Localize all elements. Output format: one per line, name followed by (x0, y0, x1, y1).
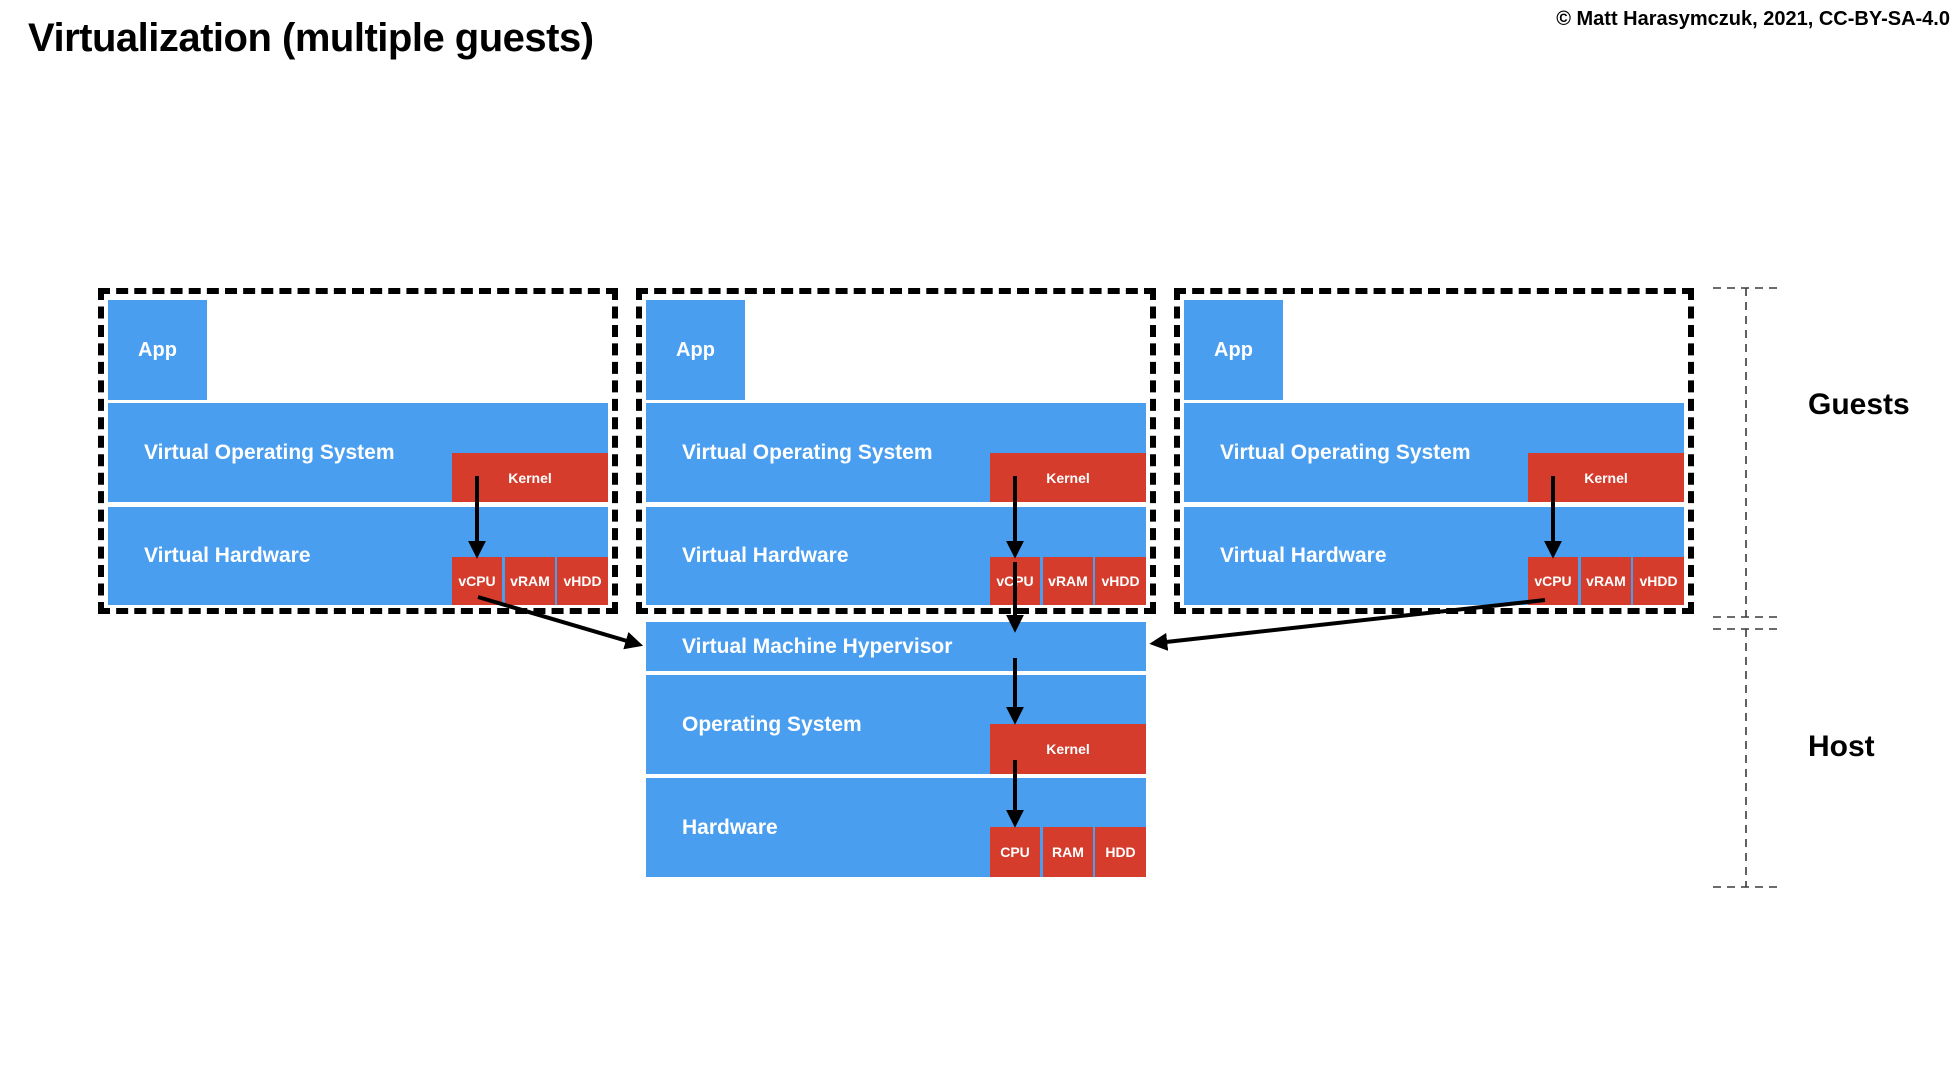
vcpu-label: vCPU (1534, 573, 1572, 589)
guest-vm-box-3: App Virtual Operating System Kernel Virt… (1174, 288, 1694, 614)
guest-vm-box-1: App Virtual Operating System Kernel Virt… (98, 288, 618, 614)
virtual-hardware-bar: Virtual Hardware (108, 507, 608, 605)
host-hardware-label: Hardware (682, 815, 778, 839)
virtual-os-label: Virtual Operating System (144, 440, 395, 464)
cpu-label: CPU (1000, 844, 1030, 860)
vhdd-label: vHDD (1101, 573, 1140, 589)
vram-box: vRAM (1581, 557, 1631, 605)
hypervisor-bar: Virtual Machine Hypervisor (646, 622, 1146, 671)
host-kernel-label: Kernel (1046, 741, 1090, 757)
app-label: App (138, 338, 177, 361)
hdd-box: HDD (1095, 827, 1146, 877)
vcpu-box: vCPU (1528, 557, 1578, 605)
virtual-os-label: Virtual Operating System (1220, 440, 1471, 464)
vhdd-label: vHDD (1639, 573, 1678, 589)
vram-label: vRAM (1048, 573, 1088, 589)
vram-box: vRAM (505, 557, 555, 605)
guest-kernel-label: Kernel (1584, 469, 1628, 486)
virtual-hardware-label: Virtual Hardware (144, 544, 311, 567)
vcpu-label: vCPU (996, 573, 1034, 589)
virtual-hardware-label: Virtual Hardware (682, 544, 849, 567)
guest-kernel-label: Kernel (508, 469, 552, 486)
guest-kernel-box: Kernel (452, 453, 608, 502)
virtual-os-label: Virtual Operating System (682, 440, 933, 464)
vhdd-box: vHDD (1095, 557, 1146, 605)
app-box: App (108, 300, 207, 400)
virtual-os-bar: Virtual Operating System (108, 403, 608, 502)
host-section-label: Host (1808, 730, 1875, 763)
vhdd-label: vHDD (563, 573, 602, 589)
guest-kernel-box: Kernel (1528, 453, 1684, 502)
vcpu-box: vCPU (452, 557, 502, 605)
vcpu-label: vCPU (458, 573, 496, 589)
ram-box: RAM (1043, 827, 1093, 877)
vram-label: vRAM (1586, 573, 1626, 589)
guest-kernel-label: Kernel (1046, 469, 1090, 486)
hdd-label: HDD (1105, 844, 1136, 860)
vram-box: vRAM (1043, 557, 1093, 605)
vhdd-box: vHDD (1633, 557, 1684, 605)
guest-kernel-box: Kernel (990, 453, 1146, 502)
app-label: App (1214, 338, 1253, 361)
hypervisor-label: Virtual Machine Hypervisor (682, 634, 953, 658)
virtual-hardware-label: Virtual Hardware (1220, 544, 1387, 567)
vram-label: vRAM (510, 573, 550, 589)
app-box: App (1184, 300, 1283, 400)
host-os-label: Operating System (682, 712, 862, 736)
vcpu-box: vCPU (990, 557, 1040, 605)
guests-section-label: Guests (1808, 388, 1910, 421)
vhdd-box: vHDD (557, 557, 608, 605)
host-kernel-box: Kernel (990, 724, 1146, 774)
app-box: App (646, 300, 745, 400)
app-label: App (676, 338, 715, 361)
page-title: Virtualization (multiple guests) (28, 16, 594, 60)
guest-vm-box-2: App Virtual Operating System Kernel Virt… (636, 288, 1156, 614)
cpu-box: CPU (990, 827, 1040, 877)
copyright-note: © Matt Harasymczuk, 2021, CC-BY-SA-4.0 (1556, 8, 1950, 30)
ram-label: RAM (1052, 844, 1084, 860)
